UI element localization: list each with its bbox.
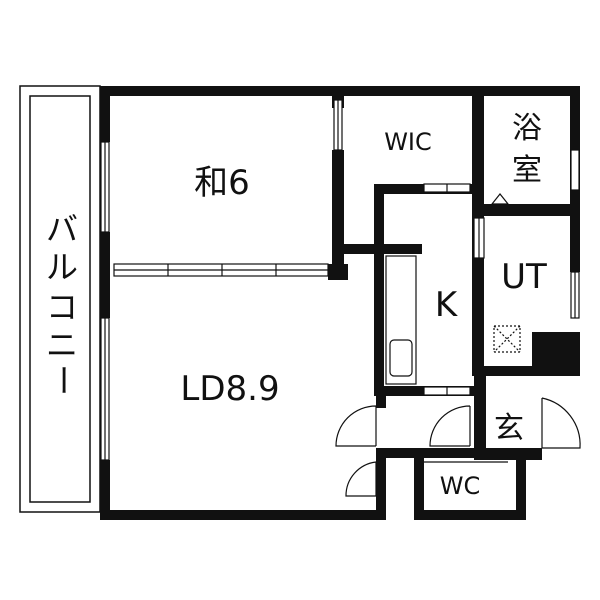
label-wc: WC — [440, 472, 481, 500]
label-bath-1: 浴 — [512, 111, 542, 146]
door-entrance-outer — [541, 397, 581, 449]
wall-bath-bottom — [484, 204, 580, 216]
wall-washitsu-bottom-stub — [328, 264, 348, 280]
sink — [389, 339, 413, 377]
wall-bottom-wc — [414, 510, 526, 520]
room-labels: 和6 WIC 浴 室 UT K LD8.9 玄 WC — [180, 111, 547, 500]
balcony-char-1: バ — [46, 210, 78, 248]
wall-right-lower — [542, 332, 580, 376]
wall-bottom-ld — [100, 510, 386, 520]
balcony-char-3: コ — [46, 288, 78, 326]
wall-entrance-bottom — [474, 448, 542, 460]
balcony-char-4: ニ — [46, 326, 78, 364]
wall-left-mid — [100, 232, 110, 318]
balcony-char-2: ル — [46, 248, 78, 286]
wall-k-left-upper — [374, 184, 384, 244]
door-hall-entrance — [429, 405, 471, 447]
balcony-label: バ ル コ ニ ー — [44, 210, 82, 396]
door-ld-hall — [335, 405, 377, 447]
kitchen-counter — [385, 255, 417, 385]
wall-wic-bottom — [332, 244, 422, 254]
balcony-char-5: ー — [44, 364, 82, 396]
bath-entry-triangle — [490, 193, 510, 205]
left-windows — [100, 141, 110, 461]
wall-k-left — [374, 254, 384, 394]
label-ut: UT — [501, 257, 547, 297]
window-bath-right — [570, 149, 580, 191]
counter — [385, 255, 417, 385]
wall-ld-right-lower — [376, 394, 386, 408]
door-wc — [345, 461, 377, 497]
balcony-inner-outline — [29, 95, 91, 503]
label-wic: WIC — [384, 128, 432, 156]
label-entrance: 玄 — [494, 411, 524, 446]
swing-doors — [335, 397, 581, 497]
wall-top — [100, 86, 580, 96]
label-kitchen: K — [435, 285, 459, 325]
bath-fixtures — [490, 193, 521, 353]
sliding-doors — [113, 99, 580, 396]
wall-left-upper — [100, 86, 110, 142]
wall-hall-bottom — [376, 448, 476, 458]
wall-wc-left2 — [414, 448, 424, 520]
wall-ut-inner — [532, 332, 542, 376]
label-washitsu: 和6 — [194, 163, 250, 203]
wall-left-lower — [100, 460, 110, 520]
label-bath-2: 室 — [512, 153, 542, 188]
wall-washitsu-right — [332, 150, 344, 280]
wall-ut-bottom — [484, 366, 542, 376]
washer-pan — [493, 325, 521, 353]
label-ld: LD8.9 — [180, 369, 279, 409]
wall-wc-left — [376, 448, 386, 520]
wall-entrance-left — [474, 376, 486, 460]
wall-wc-right — [516, 452, 526, 520]
